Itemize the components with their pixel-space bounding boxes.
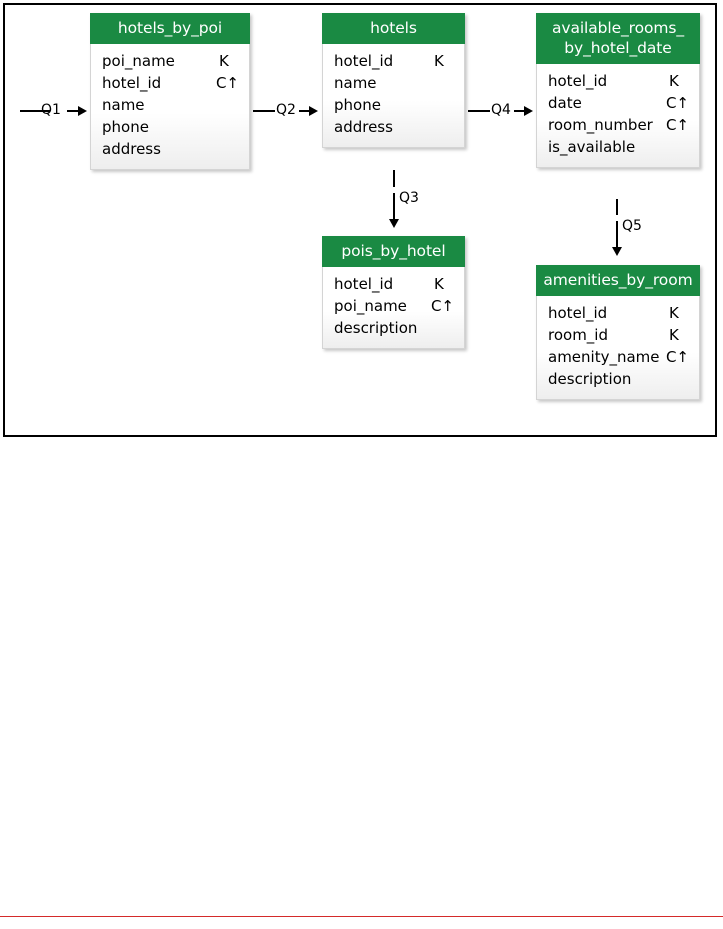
column-name: poi_name [102,52,175,70]
table-columns-available-rooms-by-hotel-date: hotel_id K date C↑ room_number C↑ is_ava… [536,64,700,168]
edge-q1-label: Q1 [41,102,61,118]
table-columns-hotels-by-poi: poi_name K hotel_id C↑ name phone addres… [90,44,250,170]
column-key: C↑ [215,74,239,92]
table-card-pois-by-hotel[interactable]: pois_by_hotel hotel_id K poi_name C↑ des… [322,236,465,349]
table-row: room_number C↑ [537,114,699,136]
edge-q2-line-2 [299,110,309,112]
column-name: address [334,118,393,136]
edge-q4-line-2 [514,110,524,112]
table-row: hotel_id C↑ [91,72,249,94]
edge-q1-line [20,110,50,112]
column-name: description [334,319,418,337]
edge-q5-line-2 [616,221,618,248]
edge-q3-arrowhead [389,219,399,228]
table-row: hotel_id K [537,302,699,324]
edge-q3-label: Q3 [399,190,419,206]
table-row: description [323,317,464,339]
table-title-amenities-by-room: amenities_by_room [536,265,700,296]
column-name: hotel_id [334,52,394,70]
footer-divider [0,916,723,917]
table-title-pois-by-hotel: pois_by_hotel [322,236,465,267]
table-row: hotel_id K [537,70,699,92]
table-row: poi_name K [91,50,249,72]
edge-q5-arrowhead [612,247,622,256]
table-row: is_available [537,136,699,158]
table-row: address [323,116,464,138]
column-key: K [669,326,679,344]
table-card-available-rooms-by-hotel-date[interactable]: available_rooms_ by_hotel_date hotel_id … [536,13,700,168]
table-row: name [91,94,249,116]
table-row: description [537,368,699,390]
column-name: room_number [548,116,653,134]
table-row: hotel_id K [323,50,464,72]
table-row: phone [323,94,464,116]
edge-q4-line [468,110,490,112]
column-name: phone [102,118,149,136]
column-name: hotel_id [102,74,162,92]
column-name: address [102,140,161,158]
edge-q2-label: Q2 [276,102,296,118]
table-columns-hotels: hotel_id K name phone address [322,44,465,148]
column-name: hotel_id [548,72,608,90]
column-key: K [434,52,444,70]
column-name: phone [334,96,381,114]
column-key: K [669,72,679,90]
edge-q1-line-2 [67,110,79,112]
column-name: description [548,370,632,388]
column-key: K [434,275,444,293]
edge-q5-label: Q5 [622,218,642,234]
edge-q4-label: Q4 [491,102,511,118]
column-name: hotel_id [334,275,394,293]
column-name: hotel_id [548,304,608,322]
table-title-hotels: hotels [322,13,465,44]
table-row: room_id K [537,324,699,346]
column-key: C↑ [665,116,689,134]
edge-q2-line [253,110,275,112]
table-row: phone [91,116,249,138]
column-key: K [669,304,679,322]
table-row: poi_name C↑ [323,295,464,317]
edge-q3-line-2 [393,193,395,220]
column-key: C↑ [665,348,689,366]
column-name: name [334,74,377,92]
table-row: amenity_name C↑ [537,346,699,368]
column-name: amenity_name [548,348,660,366]
table-columns-pois-by-hotel: hotel_id K poi_name C↑ description [322,267,465,349]
table-card-amenities-by-room[interactable]: amenities_by_room hotel_id K room_id K a… [536,265,700,400]
column-key: C↑ [665,94,689,112]
table-row: address [91,138,249,160]
column-name: date [548,94,582,112]
column-key: K [219,52,229,70]
table-title-hotels-by-poi: hotels_by_poi [90,13,250,44]
edge-q3-line [393,170,395,187]
table-title-available-rooms-by-hotel-date: available_rooms_ by_hotel_date [536,13,700,64]
diagram-canvas: Q1 hotels_by_poi poi_name K hotel_id C↑ … [3,3,717,437]
table-row: date C↑ [537,92,699,114]
column-name: is_available [548,138,636,156]
column-name: name [102,96,145,114]
column-key: C↑ [430,297,454,315]
table-row: name [323,72,464,94]
table-card-hotels[interactable]: hotels hotel_id K name phone address [322,13,465,148]
column-name: room_id [548,326,608,344]
edge-q2-arrowhead [309,106,318,116]
edge-q4-arrowhead [524,106,533,116]
table-columns-amenities-by-room: hotel_id K room_id K amenity_name C↑ des… [536,296,700,400]
column-name: poi_name [334,297,407,315]
table-row: hotel_id K [323,273,464,295]
table-card-hotels-by-poi[interactable]: hotels_by_poi poi_name K hotel_id C↑ nam… [90,13,250,170]
edge-q1-arrowhead [78,106,87,116]
edge-q5-line [616,199,618,215]
